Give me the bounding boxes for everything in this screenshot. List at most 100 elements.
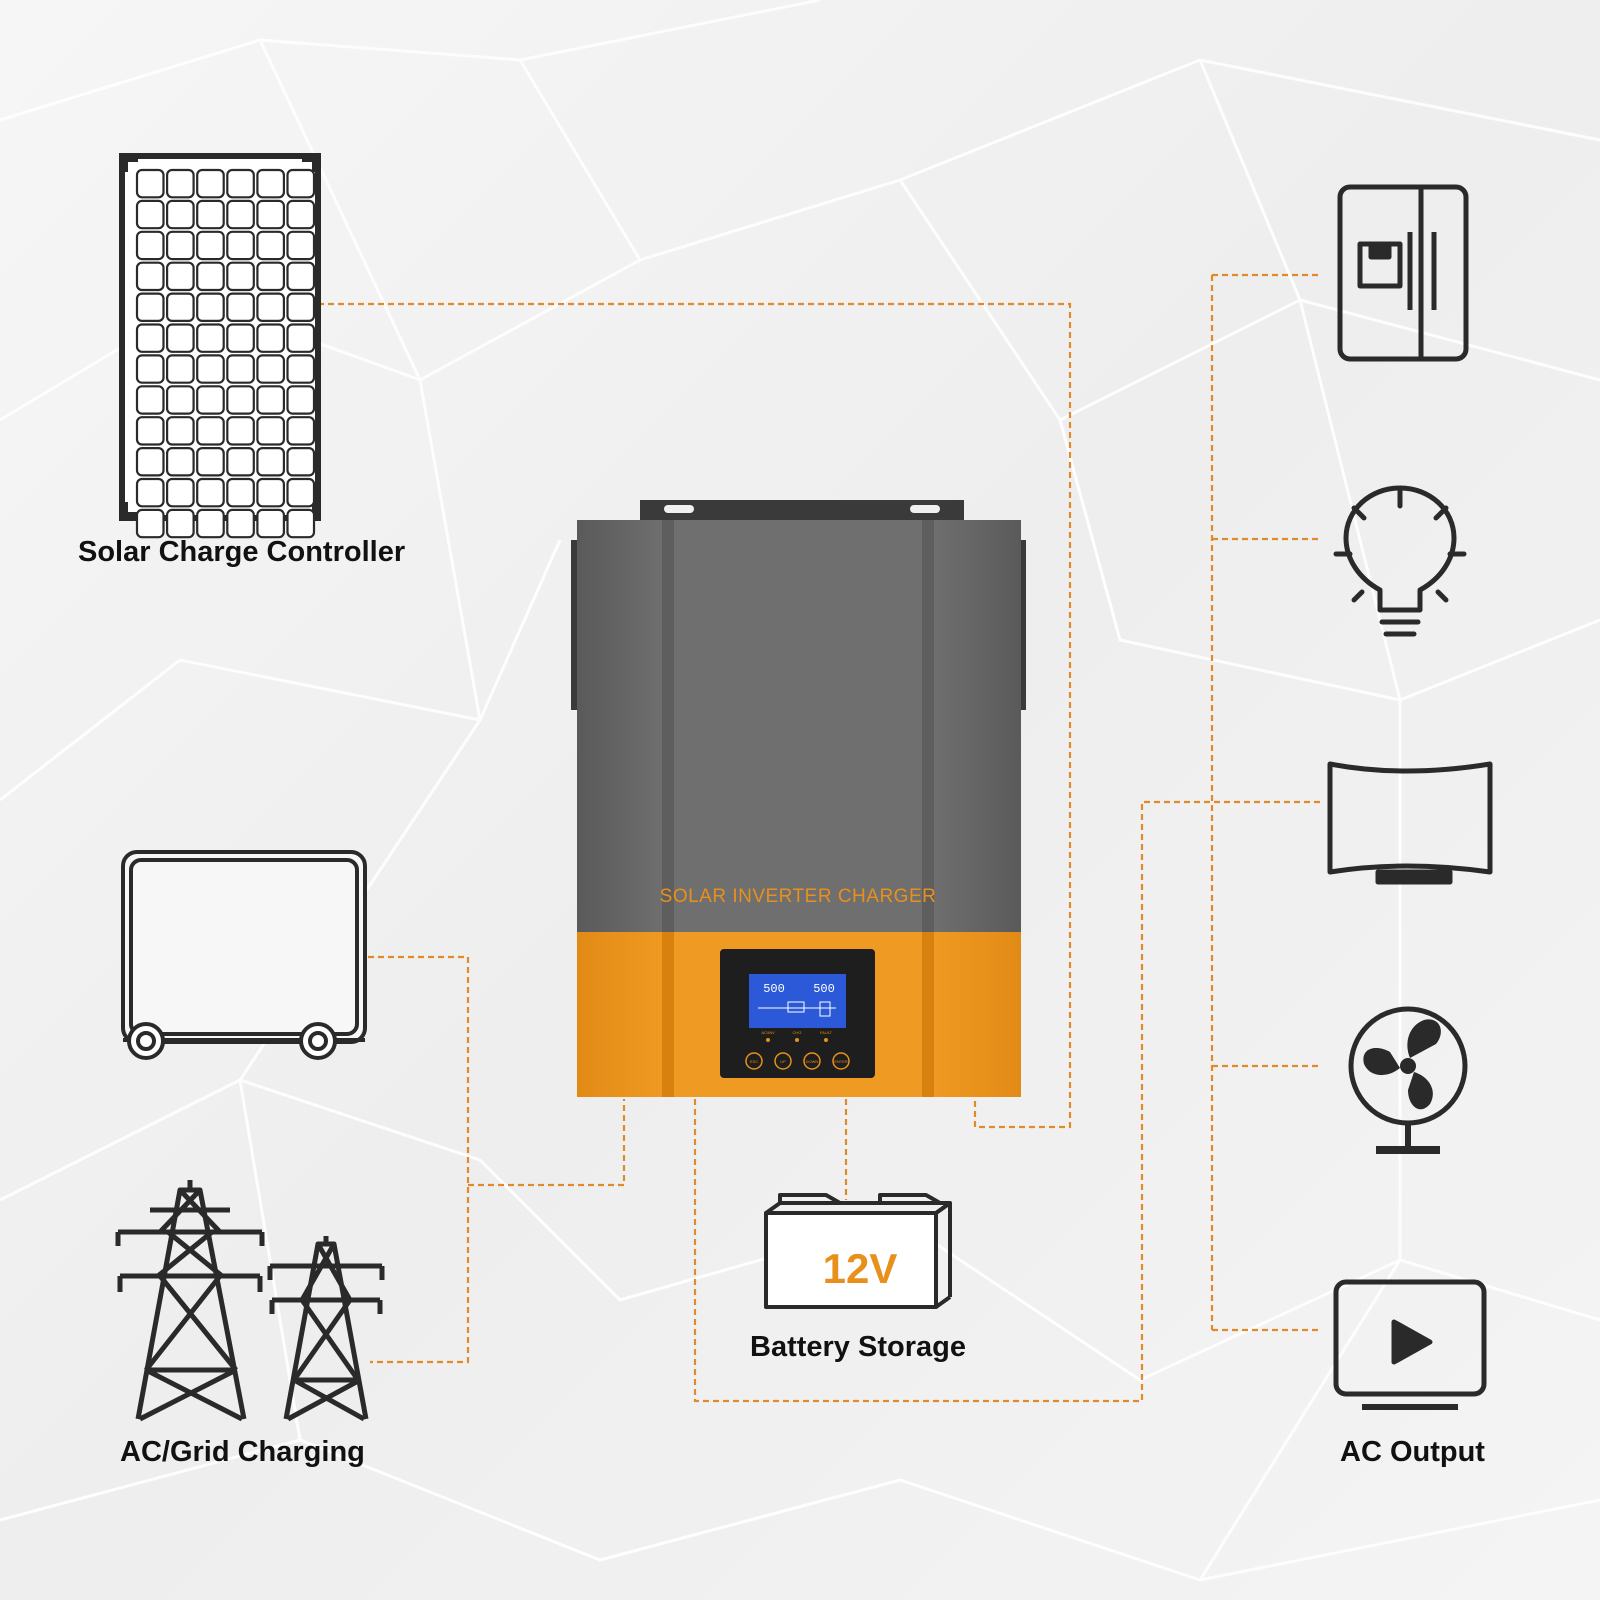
- solar-cell: [226, 477, 255, 508]
- solar-cell: [196, 385, 225, 415]
- solar-cell: [256, 199, 285, 230]
- solar-cell: [196, 447, 225, 477]
- solar-cell: [135, 230, 165, 261]
- solar-cell: [226, 292, 255, 323]
- solar-cell: [196, 261, 225, 292]
- enter-button-label: ENTER: [834, 1059, 848, 1064]
- solar-cell: [256, 447, 285, 477]
- solar-cell: [135, 261, 165, 292]
- output-label: AC Output: [1340, 1436, 1485, 1468]
- battery-label: Battery Storage: [750, 1331, 966, 1363]
- solar-cell: [135, 168, 165, 199]
- solar-cell: [256, 508, 285, 539]
- solar-cell: [286, 323, 316, 353]
- solar-cell: [256, 292, 285, 323]
- solar-cell: [226, 199, 255, 230]
- solar-cell: [135, 447, 165, 477]
- down-button[interactable]: DOWN: [803, 1052, 821, 1070]
- solar-panel-icon: [119, 153, 321, 539]
- solar-cell: [256, 323, 285, 353]
- indicator-labels: AC/INV CHG FAULT: [761, 1030, 833, 1042]
- solar-cell: [226, 416, 255, 446]
- solar-cell: [286, 199, 316, 230]
- lcd-right-value: 500: [813, 982, 835, 996]
- connector-lines: [318, 273, 1320, 1403]
- solar-cell: [286, 447, 316, 477]
- up-button[interactable]: UP: [774, 1052, 792, 1070]
- solar-cell: [166, 261, 195, 292]
- solar-cell: [166, 477, 195, 508]
- solar-cell: [135, 199, 165, 230]
- solar-cell: [256, 477, 285, 508]
- down-button-label: DOWN: [806, 1059, 819, 1064]
- solar-cell: [196, 477, 225, 508]
- solar-cell: [256, 261, 285, 292]
- solar-cell: [196, 230, 225, 261]
- solar-cell: [256, 385, 285, 415]
- generator-connector: [368, 955, 470, 1364]
- monitor-play-icon: [1333, 1279, 1487, 1410]
- solar-cell: [166, 385, 195, 415]
- solar-cell: [135, 508, 165, 539]
- solar-connector: [318, 302, 1072, 1129]
- enter-button[interactable]: ENTER: [832, 1052, 850, 1070]
- control-buttons: ESC UP DOWN ENTER: [745, 1052, 850, 1070]
- solar-cell: [286, 385, 316, 415]
- solar-cell: [226, 323, 255, 353]
- lcd-left-value: 500: [763, 982, 785, 996]
- solar-cell: [286, 508, 316, 539]
- solar-cell: [256, 168, 285, 199]
- inverter-device: SOLAR INVERTER CHARGER 500 500 AC/INV CH…: [571, 500, 1026, 1097]
- solar-cell: [226, 168, 255, 199]
- solar-cell: [166, 323, 195, 353]
- esc-button-label: ESC: [750, 1059, 758, 1064]
- solar-cell: [226, 447, 255, 477]
- indicator-fault: FAULT: [820, 1030, 833, 1035]
- solar-cell: [286, 261, 316, 292]
- solar-cell: [256, 230, 285, 261]
- solar-cell: [256, 416, 285, 446]
- solar-cell: [196, 354, 225, 384]
- battery-icon: 12V: [764, 1193, 952, 1309]
- curved-tv-icon: [1327, 761, 1493, 885]
- solar-cell: [166, 168, 195, 199]
- solar-cell: [286, 230, 316, 261]
- fan-icon: [1348, 1006, 1468, 1154]
- grid-label: AC/Grid Charging: [120, 1436, 365, 1468]
- solar-cell: [196, 292, 225, 323]
- solar-cell: [166, 508, 195, 539]
- battery-voltage: 12V: [823, 1245, 898, 1292]
- solar-cell: [166, 354, 195, 384]
- solar-cell: [256, 354, 285, 384]
- solar-cell: [196, 199, 225, 230]
- solar-cell: [286, 354, 316, 384]
- solar-cell: [166, 292, 195, 323]
- grid-connector: [468, 1099, 626, 1187]
- solar-cell: [135, 477, 165, 508]
- esc-button[interactable]: ESC: [745, 1052, 763, 1070]
- output-connector: [693, 800, 1320, 1403]
- solar-cell: [286, 292, 316, 323]
- solar-cell: [226, 354, 255, 384]
- solar-cell: [135, 385, 165, 415]
- lcd-screen: [749, 974, 846, 1028]
- refrigerator-icon: [1337, 184, 1469, 362]
- solar-cell: [226, 261, 255, 292]
- solar-cell: [196, 168, 225, 199]
- generator-icon: [121, 850, 367, 1060]
- power-tower-icon: [115, 1180, 385, 1422]
- indicator-ac-inv: AC/INV: [761, 1030, 775, 1035]
- solar-cell: [166, 199, 195, 230]
- solar-cell: [166, 447, 195, 477]
- solar-cell: [135, 292, 165, 323]
- solar-cell: [135, 354, 165, 384]
- solar-cell: [196, 416, 225, 446]
- solar-cell: [135, 416, 165, 446]
- solar-cell: [196, 508, 225, 539]
- solar-label: Solar Charge Controller: [78, 536, 406, 568]
- solar-cell: [226, 230, 255, 261]
- solar-cell: [166, 416, 195, 446]
- solar-cell: [286, 477, 316, 508]
- indicator-chg: CHG: [793, 1030, 802, 1035]
